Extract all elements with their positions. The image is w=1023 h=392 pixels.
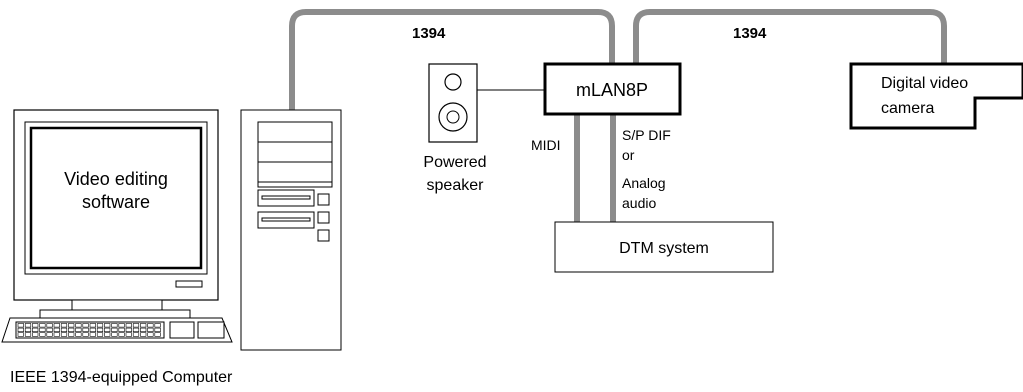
keyboard-key [140, 323, 147, 328]
keyboard-key [154, 327, 161, 333]
camera-box [849, 62, 1023, 130]
cable-1394-right [633, 9, 947, 64]
keyboard-key [32, 323, 39, 328]
keyboard-key [24, 323, 32, 328]
keyboard-key [82, 327, 89, 333]
keyboard-key [46, 332, 53, 337]
keyboard-key [111, 327, 118, 333]
keyboard-key [46, 323, 53, 328]
cable-label-left: 1394 [412, 25, 446, 42]
speaker-icon [428, 63, 478, 143]
keyboard-key [39, 327, 46, 333]
keyboard-key [32, 332, 39, 337]
dtm-system-label: DTM system [619, 240, 709, 257]
keyboard-keys [17, 323, 161, 337]
keyboard-key [96, 323, 104, 328]
camera-label-1: Digital video [881, 75, 968, 92]
mlan8p-box [543, 62, 682, 116]
keyboard-key [104, 327, 111, 333]
keyboard-key [140, 332, 147, 337]
keyboard-key [147, 323, 154, 328]
computer-caption: IEEE 1394-equipped Computer [10, 369, 233, 386]
dtm-system-box [554, 221, 774, 273]
keyboard-key [17, 323, 24, 328]
keyboard-key [53, 323, 60, 328]
keyboard-key [46, 327, 53, 333]
keyboard-key [118, 332, 125, 337]
keyboard-key [75, 332, 82, 337]
mlan8p-label: mLAN8P [576, 80, 648, 100]
keyboard-key [132, 332, 140, 337]
cable-label-right: 1394 [733, 25, 767, 42]
keyboard-key [154, 332, 161, 337]
screen-label-1: Video editing [64, 169, 168, 189]
keyboard-key [75, 323, 82, 328]
keyboard-key [118, 323, 125, 328]
keyboard-key [60, 327, 68, 333]
keyboard-key [89, 323, 96, 328]
keyboard-key [24, 332, 32, 337]
keyboard-key [68, 323, 75, 328]
screen-label-2: software [82, 192, 150, 212]
keyboard-key [147, 332, 154, 337]
keyboard-key [132, 323, 140, 328]
camera-label-2: camera [881, 100, 934, 117]
keyboard-key [68, 332, 75, 337]
audio-label-3: Analog [622, 175, 666, 191]
keyboard-key [125, 332, 132, 337]
audio-label-1: S/P DIF [622, 127, 671, 143]
keyboard-key [132, 327, 140, 333]
keyboard-key [17, 327, 24, 333]
keyboard-key [68, 327, 75, 333]
keyboard-key [125, 323, 132, 328]
keyboard-key [154, 323, 161, 328]
keyboard-key [39, 323, 46, 328]
keyboard-key [111, 323, 118, 328]
keyboard-key [147, 327, 154, 333]
keyboard-key [96, 327, 104, 333]
keyboard-key [60, 323, 68, 328]
speaker-label-1: Powered [423, 154, 486, 171]
keyboard-key [24, 327, 32, 333]
keyboard-key [82, 323, 89, 328]
keyboard-key [82, 332, 89, 337]
keyboard-key [60, 332, 68, 337]
keyboard-key [53, 327, 60, 333]
keyboard-key [17, 332, 24, 337]
keyboard-key [140, 327, 147, 333]
keyboard-key [39, 332, 46, 337]
computer-tower-icon [240, 109, 342, 351]
keyboard-key [53, 332, 60, 337]
audio-label-4: audio [622, 195, 656, 211]
keyboard-key [118, 327, 125, 333]
keyboard-key [104, 323, 111, 328]
midi-label: MIDI [531, 137, 561, 153]
keyboard-key [111, 332, 118, 337]
keyboard-key [75, 327, 82, 333]
cable-1394-left [289, 9, 615, 112]
keyboard-key [89, 332, 96, 337]
keyboard-key [96, 332, 104, 337]
keyboard-key [104, 332, 111, 337]
audio-label-2: or [622, 147, 635, 163]
speaker-label-2: speaker [427, 177, 485, 194]
keyboard-key [89, 327, 96, 333]
keyboard-key [125, 327, 132, 333]
keyboard-key [32, 327, 39, 333]
monitor-icon [13, 109, 219, 319]
